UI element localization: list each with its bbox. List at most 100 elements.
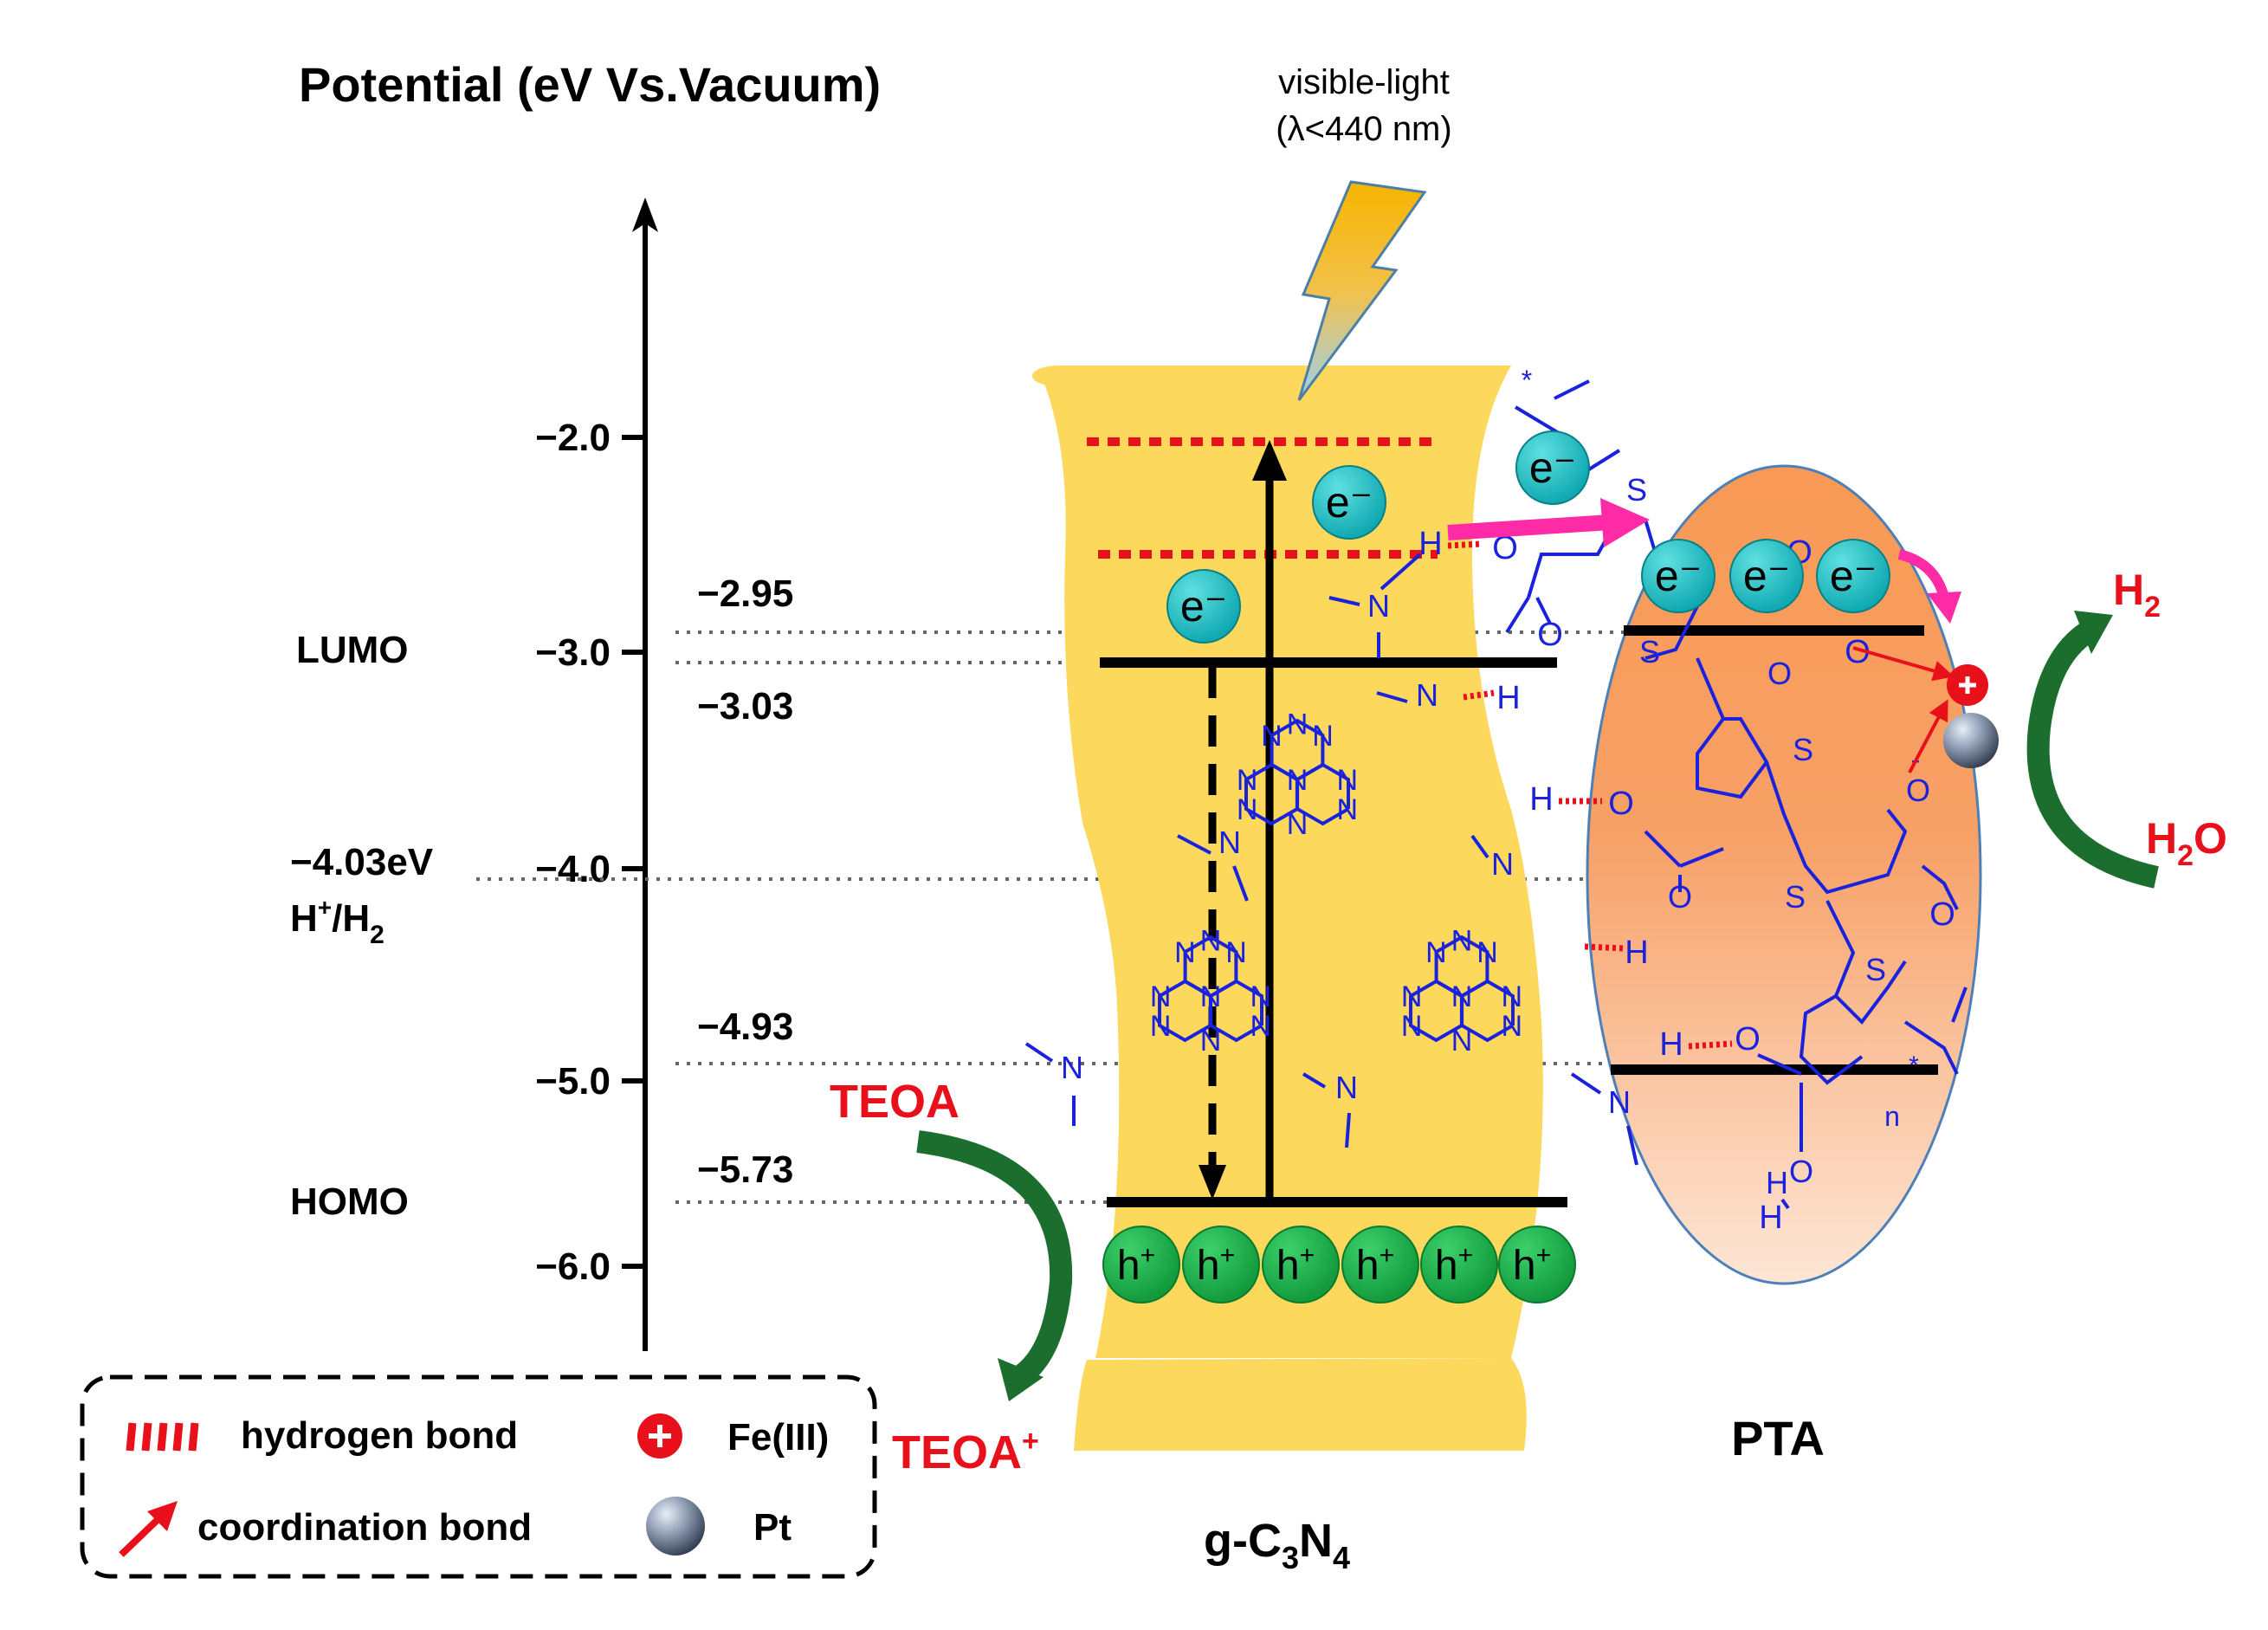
atom-label: N [1150,980,1172,1013]
hydrogen-bond [1463,689,1495,701]
relaxation-arrowhead [1199,1165,1226,1200]
lumo-pta-value: −2.95 [697,572,793,615]
lumo-label: LUMO [296,629,409,671]
atom-label: N [1287,808,1308,841]
atom-label: N [1150,1010,1172,1043]
axis-arrowhead [632,197,658,232]
atom-label: N [1174,936,1196,969]
axis-ticks: −2.0−3.0−4.0−5.0−6.0 [535,417,645,1288]
bond-line [1302,1072,1327,1089]
bond-path [1825,900,1907,1025]
gcn-band-bottom [1074,1358,1527,1451]
atom-label: N [1608,1084,1631,1120]
atom-label: S [1785,879,1806,915]
legend-fe: Fe(III) [727,1416,829,1459]
atom-label: N [1200,1025,1222,1058]
electron-icon [1641,539,1716,613]
atom-label: N [1337,764,1359,797]
atom-label: N [1312,720,1334,753]
bond-path [1765,761,1908,895]
level-labels: LUMO HOMO −2.95 −3.03 −4.93 −5.73 −4.03e… [290,572,793,1223]
excitation-arrowhead [1252,440,1287,481]
bond-line [1679,847,1724,868]
coordination-bond-icon-head [147,1501,178,1531]
bond-line [1644,830,1682,868]
lumo-gcn-value: −3.03 [697,685,793,728]
bond-line [1570,1072,1602,1095]
bond-line [1328,596,1360,606]
legend-pt: Pt [753,1506,792,1549]
bond-line [1554,379,1590,400]
axis-tick-label: −3.0 [535,631,611,674]
coordination-bond-arrow-1 [1852,646,1955,682]
homo-label: HOMO [290,1180,409,1223]
bond-line [1376,691,1408,703]
bond-line [1626,1125,1638,1166]
bond-path [1799,994,1864,1085]
bond-line [1780,1198,1790,1210]
hole-label: h+ [1356,1241,1394,1289]
electron-label: e⁻ [1180,582,1227,631]
axis-tick-label: −5.0 [535,1060,611,1103]
gcn-label: g-C3N4 [1204,1515,1350,1575]
hole-label: h+ [1276,1241,1315,1289]
hydrogen-bond-icon [126,1422,199,1452]
pta-oval [1586,464,1982,1285]
atom-label: N [1237,764,1258,797]
atom-label: N [1401,980,1423,1013]
bond-line [1951,986,1968,1023]
electron-transfer-arrow [1447,514,1612,540]
pt-particle [1943,713,1999,768]
gcn-band-curl [1032,365,1084,386]
h2-label: H2 [2113,566,2161,624]
hydrogen-bond [1447,540,1482,549]
bond-line [1345,1112,1351,1148]
atom-label: O [1608,786,1634,822]
atom-label: N [1200,924,1222,957]
light-label-line1: visible-light [1278,63,1450,101]
atom-label: N [1451,924,1473,957]
atom-label: N [1261,720,1283,753]
bond-path [1903,1020,1959,1075]
atom-label: N [1425,936,1447,969]
bond-path [1921,864,1959,910]
bond-line [1380,553,1422,591]
atom-label: H [1496,680,1520,716]
atom-label: N [1200,980,1222,1013]
teoa-label: TEOA [830,1076,960,1128]
axis-title: Potential (eV Vs.Vacuum) [299,57,881,112]
atom-label: H [1759,1200,1782,1236]
hole-label: h+ [1513,1241,1551,1289]
atom-label: O [1906,773,1930,808]
potential-axis: Potential (eV Vs.Vacuum) [299,57,881,1351]
atom-label: N [1337,793,1359,826]
hole-icon [1498,1226,1576,1303]
atom-label: N [1502,980,1523,1013]
hole-label: h+ [1435,1241,1473,1289]
bond-path [1460,979,1515,1043]
pta-label: PTA [1731,1411,1825,1465]
teoa-oxidation-arrow [916,1130,1073,1385]
bond-line [1470,834,1489,859]
atom-label: H [1659,1026,1683,1063]
atom-label: N [1225,936,1247,969]
hole-icon [1102,1226,1180,1303]
atom-label: * [1522,365,1532,396]
atom-label: N [1416,677,1438,713]
atom-label: H [1529,781,1553,818]
atom-label: S [1626,472,1647,508]
fe-plus-sign [1959,676,1976,694]
atom-label: N [1335,1070,1358,1105]
bond-line [1535,597,1552,624]
atom-label: N [1451,1025,1473,1058]
atom-label: N [1250,1010,1272,1043]
legend-pt-icon [646,1497,705,1556]
bond-line [1757,1053,1802,1076]
atom-label: N [1451,980,1473,1013]
electron-icon [1816,539,1890,613]
atom-label: N [1061,1050,1083,1085]
h2-evolution-arrowhead [2074,611,2113,654]
bond-line [1177,834,1212,855]
